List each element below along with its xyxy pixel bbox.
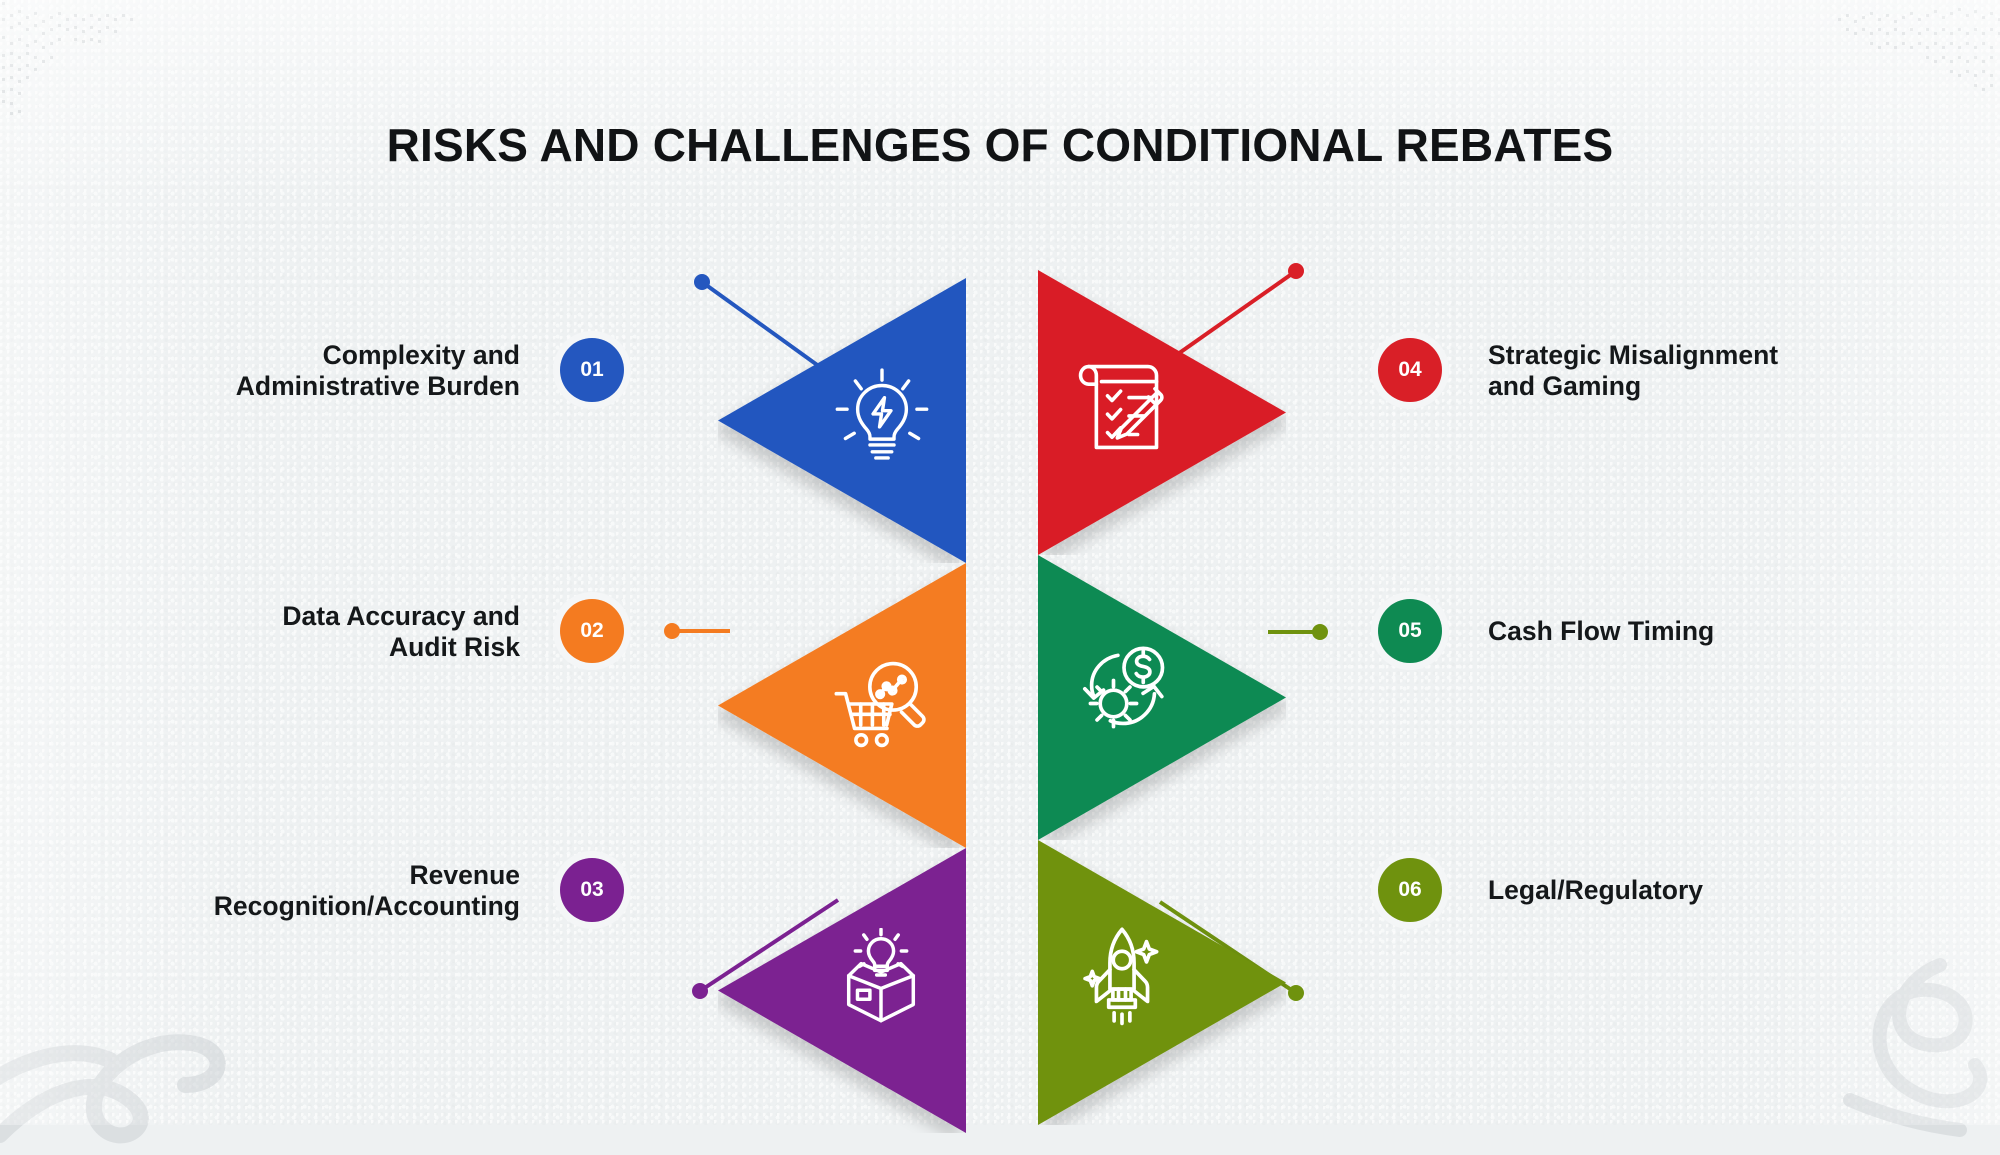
badge-02[interactable]: 02 (560, 599, 624, 663)
badge-number: 02 (580, 619, 604, 642)
label-line-2: Administrative Burden (235, 371, 520, 401)
item-shape-03[interactable] (718, 848, 966, 1133)
label-line-2: Recognition/Accounting (213, 891, 520, 921)
badge-04[interactable]: 04 (1378, 338, 1442, 402)
rocket-sparkle-icon (1083, 927, 1159, 1026)
badge-number: 06 (1398, 878, 1422, 901)
swirl-flourish-icon (1843, 958, 1988, 1137)
item-shape-05[interactable] (1038, 555, 1286, 840)
item-shape-01[interactable] (718, 278, 966, 563)
item-shape-06[interactable] (1038, 840, 1286, 1125)
label-line-1: Strategic Misalignment (1488, 340, 1779, 370)
triangle-right-04 (1038, 270, 1286, 555)
item-label-04: Strategic Misalignment and Gaming (1488, 340, 1908, 402)
badge-03[interactable]: 03 (560, 858, 624, 922)
badge-number: 04 (1398, 358, 1422, 381)
checklist-pencil-icon (1078, 364, 1164, 450)
badge-number: 05 (1398, 619, 1422, 642)
cart-analytics-magnifier-icon (834, 661, 926, 748)
badge-number: 03 (580, 878, 604, 901)
box-lightbulb-icon (846, 928, 916, 1023)
item-label-03: Revenue Recognition/Accounting (100, 860, 520, 922)
item-label-01: Complexity and Administrative Burden (120, 340, 520, 402)
label-line-1: Cash Flow Timing (1488, 616, 1715, 646)
badge-05[interactable]: 05 (1378, 599, 1442, 663)
badge-06[interactable]: 06 (1378, 858, 1442, 922)
dotted-world-map-icon (2, 2, 133, 115)
triangle-left-01 (718, 278, 966, 563)
triangle-left-03 (718, 848, 966, 1133)
item-shape-04[interactable] (1038, 270, 1286, 555)
item-label-05: Cash Flow Timing (1488, 616, 1908, 647)
badge-number: 01 (580, 358, 604, 381)
label-line-2: and Gaming (1488, 371, 1642, 401)
dotted-world-map-icon (1838, 8, 2000, 91)
triangle-right-06 (1038, 840, 1286, 1125)
item-shape-02[interactable] (718, 563, 966, 848)
label-line-1: Revenue (409, 860, 520, 890)
label-line-1: Data Accuracy and (282, 601, 520, 631)
label-line-1: Legal/Regulatory (1488, 875, 1703, 905)
label-line-1: Complexity and (322, 340, 520, 370)
badge-01[interactable]: 01 (560, 338, 624, 402)
label-line-2: Audit Risk (388, 632, 520, 662)
swirl-flourish-icon (0, 1034, 226, 1144)
item-label-02: Data Accuracy and Audit Risk (120, 601, 520, 663)
gear-dollar-cycle-icon (1082, 646, 1165, 729)
page-title: RISKS AND CHALLENGES OF CONDITIONAL REBA… (386, 119, 1614, 171)
triangle-left-02 (718, 563, 966, 848)
item-label-06: Legal/Regulatory (1488, 875, 1908, 906)
lightbulb-bolt-icon (835, 368, 929, 460)
